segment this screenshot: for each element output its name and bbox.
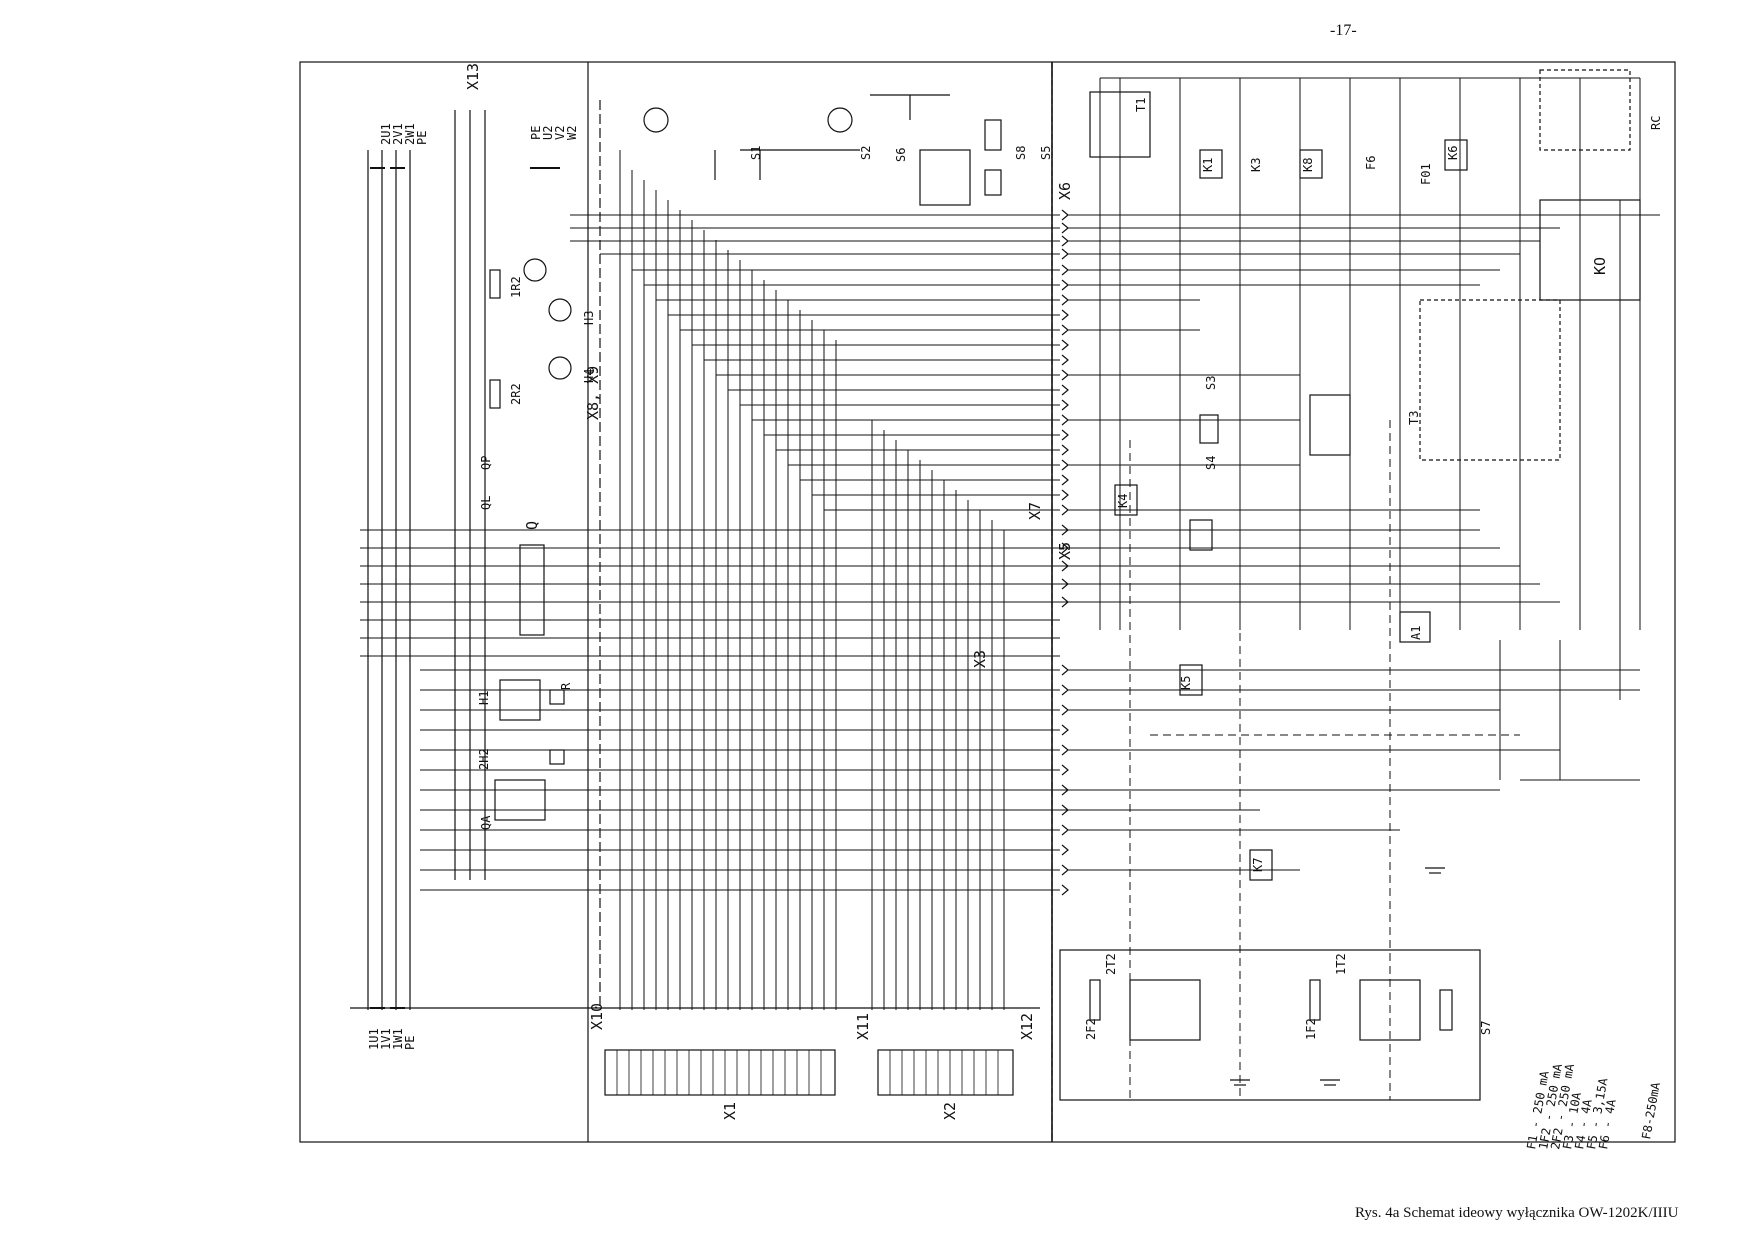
component-label-h1: H1: [477, 691, 491, 705]
component-label-k4: K4: [1116, 494, 1130, 508]
terminal-label-x7: X7: [1026, 502, 1044, 520]
supply-label-top-1: 2U1: [379, 123, 393, 145]
component-label-k7: K7: [1251, 858, 1265, 872]
component-label-1f2: 1F2: [1304, 1018, 1318, 1040]
component-label-h3: H3: [582, 311, 596, 325]
component-label-1t2: 1T2: [1334, 953, 1348, 975]
terminal-label-x8-x9: X8, X9: [584, 366, 602, 420]
component-label-2t2: 2T2: [1104, 953, 1118, 975]
component-label-f01: F01: [1419, 163, 1433, 185]
terminal-label-x11: X11: [854, 1013, 872, 1040]
component-label-s8: S8: [1014, 146, 1028, 160]
fuse-note-f8: F8-250mA: [1639, 1080, 1663, 1140]
component-label-2h2: 2H2: [477, 748, 491, 770]
terminal-label-x13: X13: [464, 63, 482, 90]
component-label-f6: F6: [1364, 156, 1378, 170]
component-label-s5: S5: [1039, 146, 1053, 160]
component-label-rc: RC: [1649, 116, 1663, 130]
page-number: -17-: [1330, 22, 1357, 39]
supply-label-bottom-3: 1W1: [391, 1028, 405, 1050]
component-label-t3: T3: [1407, 411, 1421, 425]
component-label-2f2: 2F2: [1084, 1018, 1098, 1040]
schematic-frame: [299, 61, 1676, 1143]
terminal-label-x1: X1: [721, 1102, 739, 1120]
terminal-block-x2: [877, 1049, 1014, 1096]
component-label-s1: S1: [749, 146, 763, 160]
supply-label-right-3: V2: [553, 126, 567, 140]
ammeter-symbol: [523, 258, 547, 282]
terminal-label-x10: X10: [588, 1003, 606, 1030]
component-label-s6: S6: [894, 148, 908, 162]
component-label-k5: K5: [1179, 676, 1193, 690]
terminal-label-x3: X3: [971, 650, 989, 668]
component-label-r: R: [559, 682, 573, 690]
figure-caption: Rys. 4a Schemat ideowy wyłącznika OW-120…: [1355, 1205, 1679, 1221]
supply-label-bottom-1: 1U1: [367, 1028, 381, 1050]
terminal-block-x1: [604, 1049, 836, 1096]
terminal-label-x6: X6: [1056, 182, 1074, 200]
terminal-label-x2: X2: [941, 1102, 959, 1120]
component-label-h4: H4: [582, 369, 596, 383]
supply-label-top-2: 2V1: [391, 123, 405, 145]
component-label-1r2: 1R2: [509, 276, 523, 298]
component-label-q: Q: [523, 521, 541, 530]
component-label-k3: K3: [1249, 158, 1263, 172]
component-label-s2: S2: [859, 146, 873, 160]
supply-label-bottom-4: PE: [403, 1036, 417, 1050]
component-label-qa: QA: [479, 815, 493, 830]
component-label-ko: KO: [1591, 257, 1609, 275]
component-label-2r2: 2R2: [509, 383, 523, 405]
component-label-s7: S7: [1479, 1021, 1493, 1035]
component-label-s4: S4: [1204, 456, 1218, 470]
component-label-ql: QL: [479, 496, 493, 510]
signal-lamp-h4: [548, 356, 572, 380]
supply-label-top-3: 2W1: [403, 123, 417, 145]
supply-label-bottom-2: 1V1: [379, 1028, 393, 1050]
component-label-k6: K6: [1446, 146, 1460, 160]
terminal-label-x12: X12: [1018, 1013, 1036, 1040]
supply-label-right-2: U2: [541, 126, 555, 140]
component-label-s3: S3: [1204, 376, 1218, 390]
component-label-t1: T1: [1134, 98, 1148, 112]
component-label-k1: K1: [1201, 158, 1215, 172]
close-pushbutton-symbol: [643, 107, 669, 133]
supply-label-right-1: PE: [529, 126, 543, 140]
component-label-a1: A1: [1409, 626, 1423, 640]
component-label-qp: QP: [479, 456, 493, 470]
signal-lamp-h3: [548, 298, 572, 322]
supply-label-top-4: PE: [415, 131, 429, 145]
supply-label-right-4: W2: [565, 126, 579, 140]
component-label-k8: K8: [1301, 158, 1315, 172]
open-pushbutton-symbol: [827, 107, 853, 133]
terminal-label-x5: X5: [1056, 542, 1074, 560]
